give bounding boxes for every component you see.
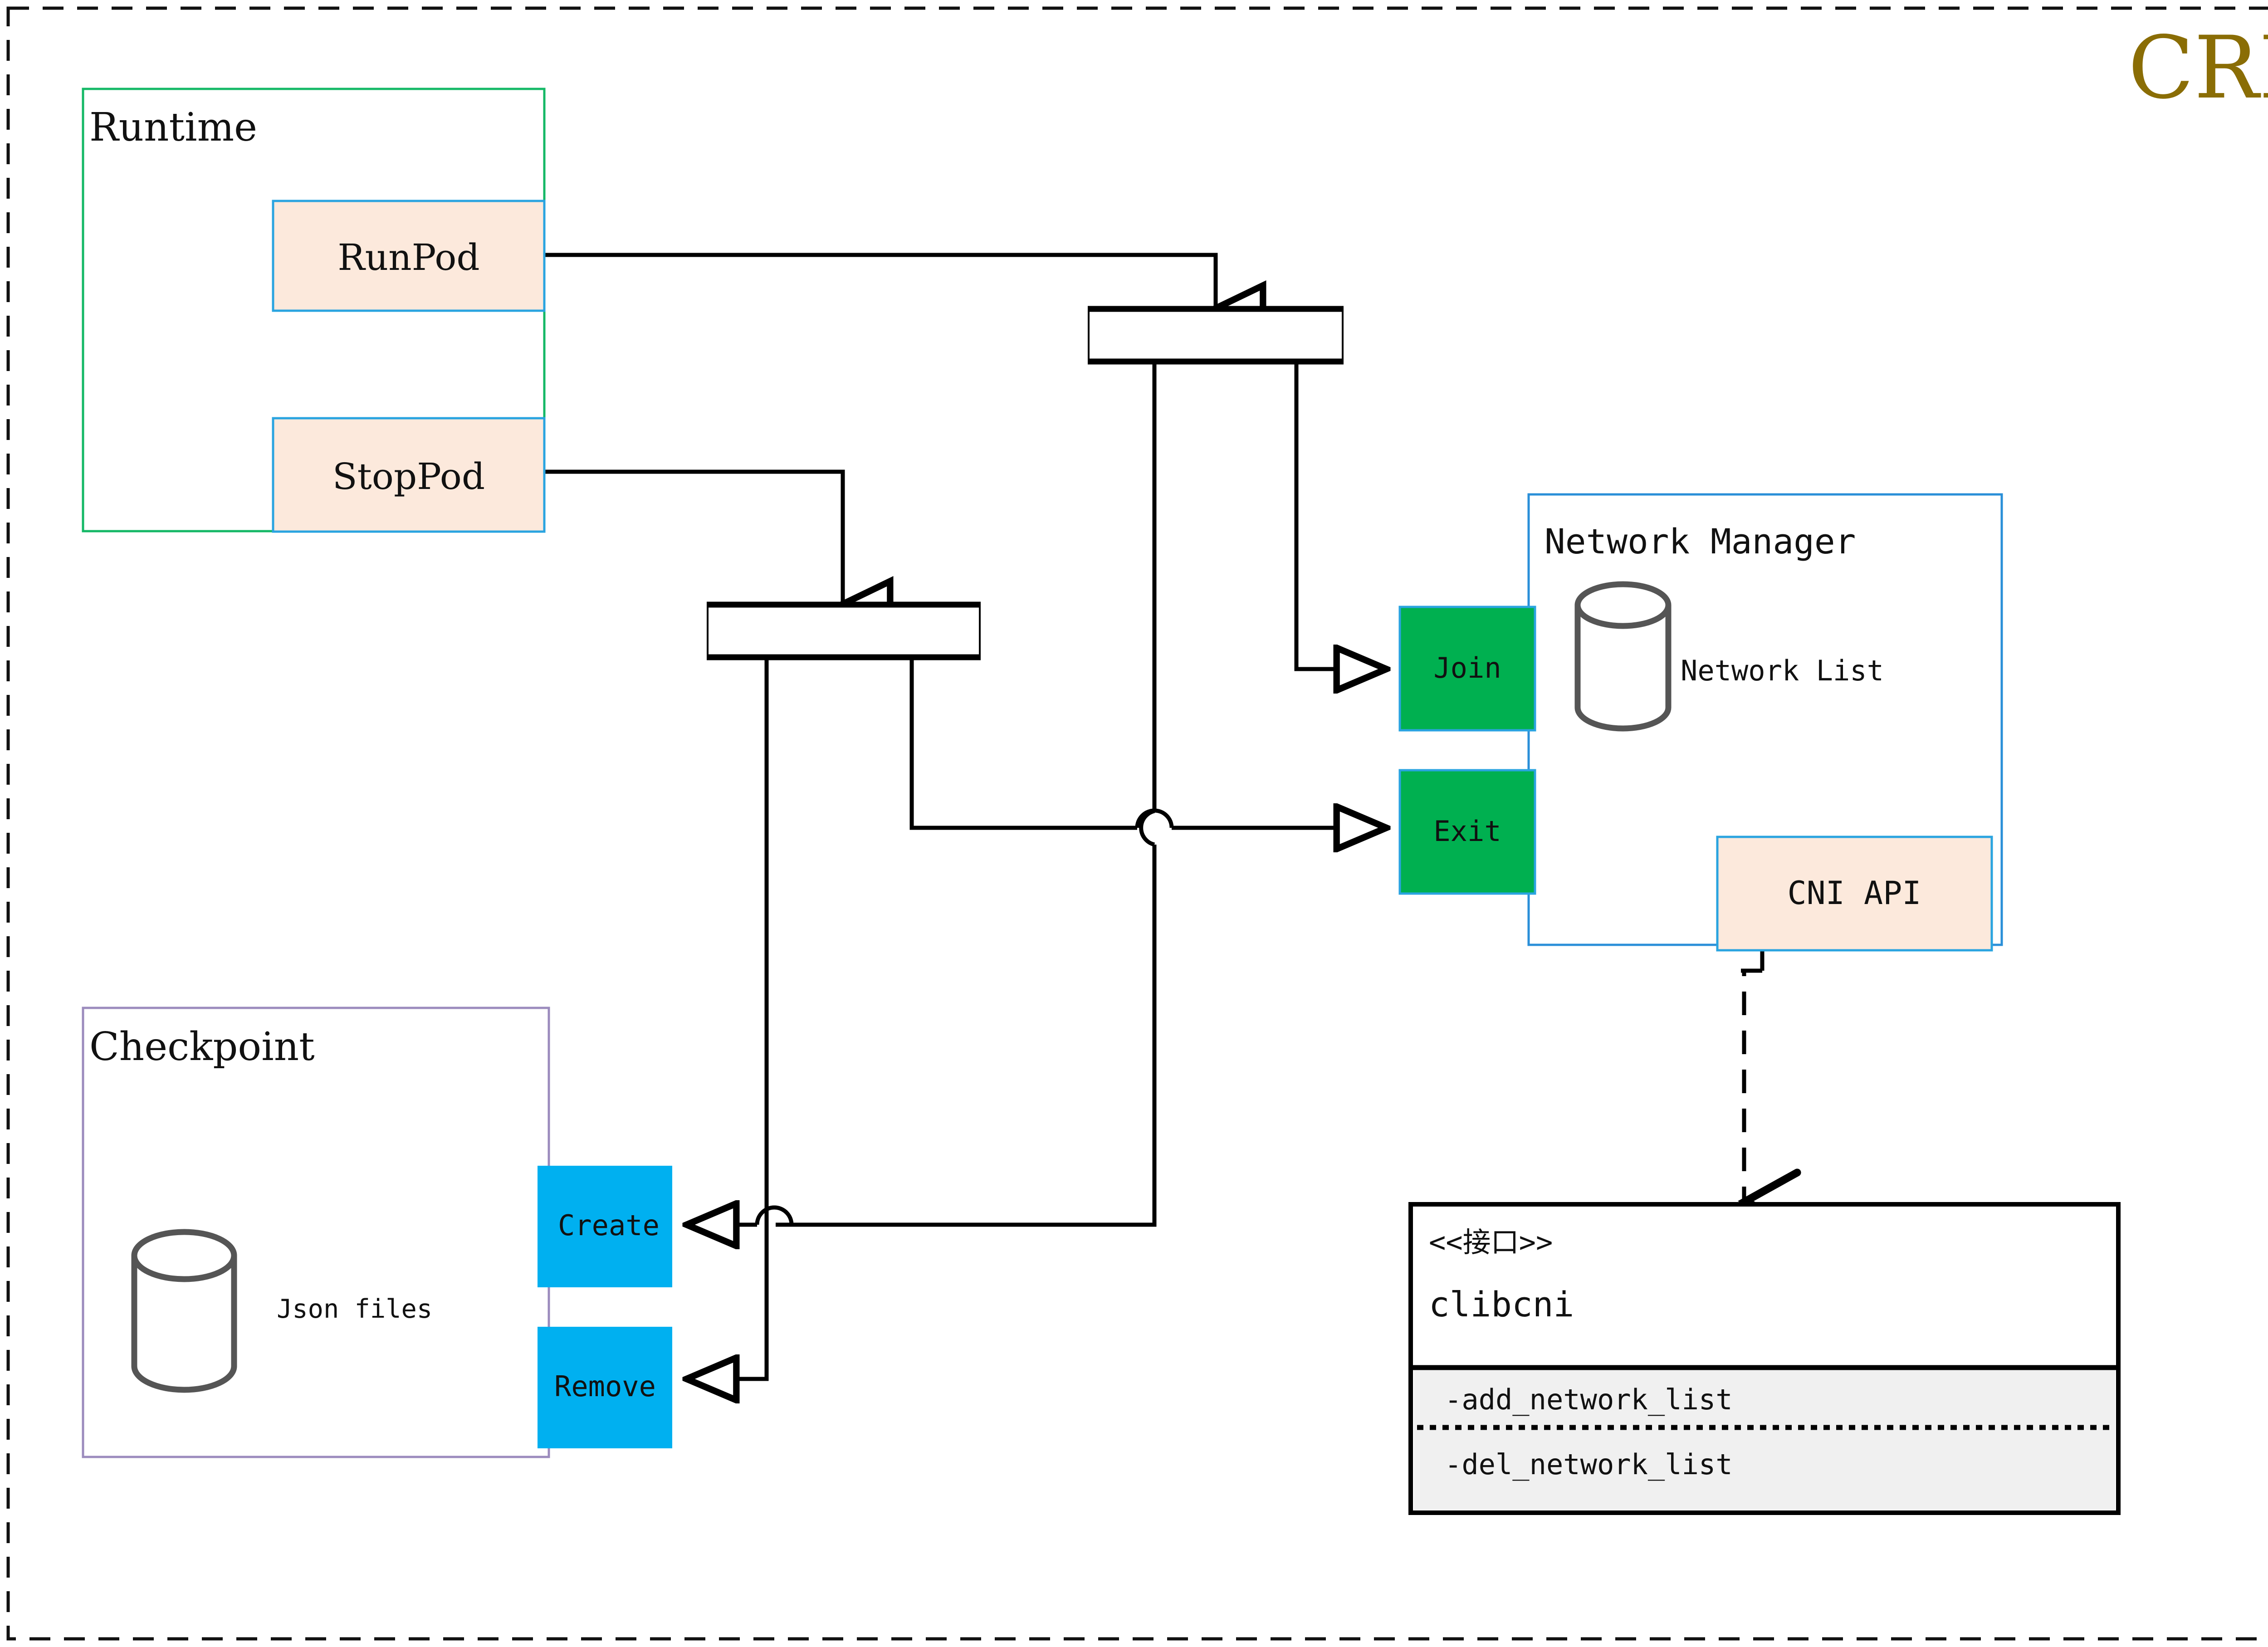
network-list-cylinder-icon xyxy=(1574,581,1672,732)
json-files-label: Json files xyxy=(277,1294,432,1324)
join-port-box[interactable]: Join xyxy=(1398,606,1536,732)
connector-runpod-to-upper-fork xyxy=(544,253,1216,308)
runpod-box[interactable]: RunPod xyxy=(272,200,546,312)
runtime-label: Runtime xyxy=(89,105,257,150)
network-list-label: Network List xyxy=(1681,654,1884,687)
runpod-label: RunPod xyxy=(337,236,479,279)
connector-create-hop xyxy=(755,1205,794,1225)
network-manager-label: Network Manager xyxy=(1545,521,1856,562)
clibcni-method-del: -del_network_list xyxy=(1445,1448,1733,1481)
create-box[interactable]: Create xyxy=(538,1166,672,1287)
json-files-cylinder-icon xyxy=(131,1229,237,1393)
connector-stoppod-to-lower-fork xyxy=(544,469,843,603)
checkpoint-label: Checkpoint xyxy=(89,1024,315,1070)
connector-upper-fork-to-join xyxy=(1294,363,1388,669)
exit-port-box[interactable]: Exit xyxy=(1398,769,1536,895)
runtime-group[interactable]: Runtime RunPod StopPod xyxy=(82,88,546,533)
join-label: Join xyxy=(1433,651,1501,684)
connector-layer xyxy=(544,253,1801,1379)
stoppod-label: StopPod xyxy=(332,455,485,498)
stoppod-box[interactable]: StopPod xyxy=(272,417,546,533)
outer-frame xyxy=(6,6,2268,1641)
upper-fork-bar xyxy=(1088,306,1344,365)
connector-upper-fork-left-leg-lower xyxy=(776,845,1157,1227)
connector-lower-fork-left-leg-to-remove xyxy=(685,659,769,1379)
connector-cniapi-to-clibcni-dashed xyxy=(1737,968,1801,1234)
clibcni-method-add: -add_network_list xyxy=(1445,1383,1733,1416)
clibcni-stereotype: <<接口>> xyxy=(1429,1226,1553,1259)
network-manager-group[interactable]: Network Manager Network List Join Exit C… xyxy=(1398,493,2003,952)
checkpoint-box[interactable] xyxy=(82,1007,550,1458)
connector-exit-hop xyxy=(1135,808,1174,828)
exit-label: Exit xyxy=(1433,815,1501,848)
clibcni-interface-box[interactable]: <<接口>> clibcni -add_network_list -del_ne… xyxy=(1408,1202,2121,1515)
page-title: CRI xyxy=(2128,18,2268,118)
connector-lower-fork-right-leg xyxy=(909,659,1137,830)
create-label: Create xyxy=(558,1209,660,1242)
checkpoint-group[interactable]: Checkpoint Json files Create Remove xyxy=(82,1007,672,1458)
clibcni-name: clibcni xyxy=(1429,1284,1574,1324)
remove-label: Remove xyxy=(554,1370,656,1403)
cni-api-box[interactable]: CNI API xyxy=(1716,836,1993,952)
cni-api-label: CNI API xyxy=(1787,875,1921,912)
lower-fork-bar xyxy=(707,601,981,660)
remove-box[interactable]: Remove xyxy=(538,1327,672,1448)
